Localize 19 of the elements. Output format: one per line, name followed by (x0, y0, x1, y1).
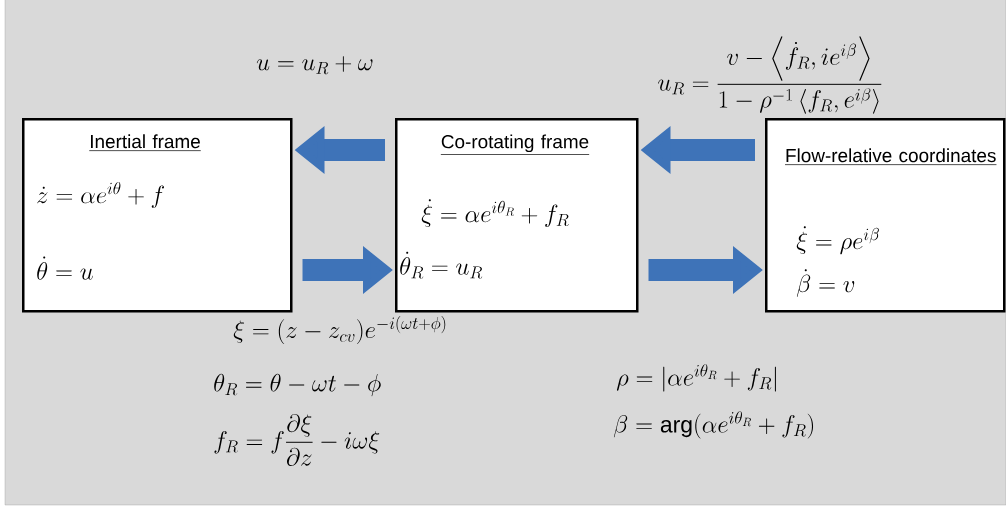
frame-title: Inertial frame (88, 134, 202, 151)
frame-title: Co-rotating frame (440, 134, 590, 155)
equation: $\theta_R = \theta - \omega t - \phi$ (214, 373, 381, 397)
frame-box (765, 118, 1006, 313)
frame-box (395, 118, 639, 313)
equation: $\dot{\xi} = \alpha e^{i\theta_R} + f_R$ (421, 199, 569, 228)
equation: $\xi = (z - z_{cv}) e^{-i(\omega t + \phi)}$ (233, 315, 446, 345)
equation: $\dot{\beta} = v$ (796, 269, 855, 297)
equation: $f_R = f \frac{\partial \xi}{\partial z} - i\omega\xi$ (214, 414, 380, 466)
equation: $u_R = \frac{v - \left\langle \dot{f}_R, i e^{i\beta} \right\rangle}{1 - \rho^{-1} \left\langle f_R, e^{i\beta} \right\rangle}$ (658, 36, 882, 114)
equation: $\beta = \arg(\alpha e^{i\theta_R} + f_R)$ (613, 411, 814, 439)
equation: $\dot{\theta}_R = u_R$ (400, 251, 483, 279)
equation: $\rho = |\alpha e^{i\theta_R} + f_R|$ (616, 364, 776, 392)
equation: $\dot{\theta} = u$ (37, 256, 93, 280)
equation: $\dot{z} = \alpha e^{i\theta} + f$ (37, 181, 164, 209)
frame-title: Flow-relative coordinates (784, 148, 997, 165)
equation: $u = u_R + \omega$ (256, 56, 373, 75)
equation: $\dot{\xi} = \rho e^{i\beta}$ (796, 226, 879, 255)
frame-box (22, 118, 293, 313)
